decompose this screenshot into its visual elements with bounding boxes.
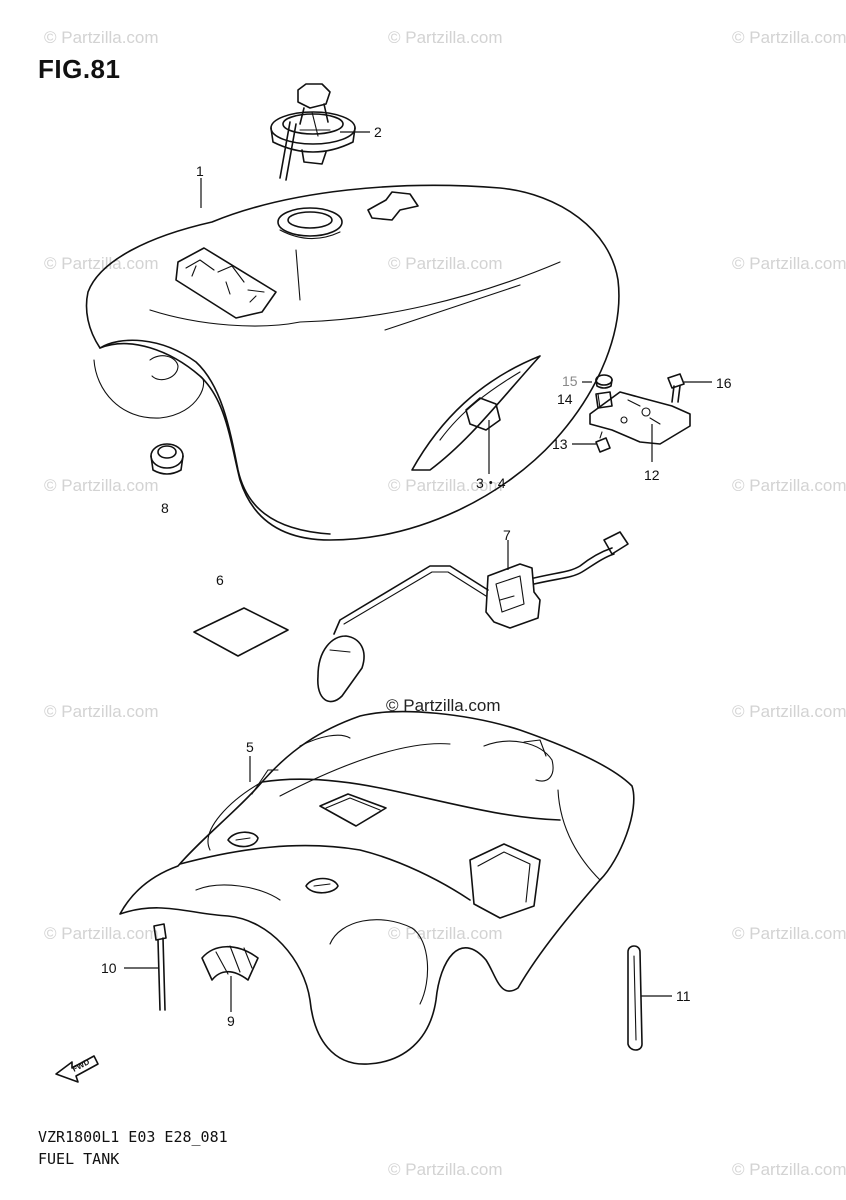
watermark-text: © Partzilla.com: [388, 1160, 503, 1179]
callout-3-4: 3・4: [476, 475, 506, 491]
callout-5: 5: [246, 739, 254, 755]
seal-sheet-part: [193, 607, 289, 657]
watermark-text: © Partzilla.com: [388, 254, 503, 273]
figure-title: FIG.81: [38, 54, 121, 84]
callout-15: 15: [562, 373, 578, 389]
callout-labels: 2 1 3・4 8 6 7 5 15 14 16 13 12 10 9 11: [101, 124, 732, 1029]
watermark-text: © Partzilla.com: [44, 476, 159, 495]
callout-6: 6: [216, 572, 224, 588]
clamp-part: [201, 945, 259, 981]
bolt-part: [667, 373, 685, 403]
cable-tie-part: [153, 923, 167, 1011]
grommet-part: [150, 443, 184, 475]
leader-lines: [124, 131, 712, 1012]
forward-arrow-icon: FWD: [55, 1055, 99, 1083]
watermark-text: © Partzilla.com: [44, 924, 159, 943]
callout-11: 11: [676, 988, 691, 1004]
strap-part: [627, 945, 643, 1051]
fuel-cap-part: [270, 83, 356, 181]
watermark-text: © Partzilla.com: [388, 476, 503, 495]
callout-12: 12: [644, 467, 660, 483]
watermark-text: © Partzilla.com: [388, 924, 503, 943]
watermark-text: © Partzilla.com: [388, 28, 503, 47]
watermark-text: © Partzilla.com: [44, 254, 159, 273]
watermark-text: © Partzilla.com: [44, 28, 159, 47]
watermark-text: © Partzilla.com: [732, 476, 846, 495]
cushion-part: [595, 374, 613, 409]
figure-name: FUEL TANK: [38, 1150, 120, 1168]
callout-13: 13: [552, 436, 568, 452]
small-bolt-part: [595, 431, 611, 453]
watermark-text: © Partzilla.com: [732, 28, 846, 47]
watermark-text: © Partzilla.com: [732, 702, 846, 721]
callout-2: 2: [374, 124, 382, 140]
callout-16: 16: [716, 375, 732, 391]
watermark-text: © Partzilla.com: [732, 254, 846, 273]
watermark-text: © Partzilla.com: [44, 702, 159, 721]
callout-14: 14: [557, 391, 573, 407]
callout-8: 8: [161, 500, 169, 516]
watermark-text: © Partzilla.com: [732, 1160, 846, 1179]
fuel-tank-part: [85, 184, 620, 541]
callout-9: 9: [227, 1013, 235, 1029]
heat-shield-part: [119, 710, 635, 1065]
callout-1: 1: [196, 163, 204, 179]
callout-10: 10: [101, 960, 117, 976]
center-watermark: © Partzilla.com: [386, 696, 501, 715]
watermark-text: © Partzilla.com: [732, 924, 846, 943]
figure-code: VZR1800L1 E03 E28_081: [38, 1128, 228, 1146]
fuel-gauge-part: [317, 531, 629, 703]
callout-7: 7: [503, 527, 511, 543]
bracket-plate-part: [589, 391, 691, 445]
